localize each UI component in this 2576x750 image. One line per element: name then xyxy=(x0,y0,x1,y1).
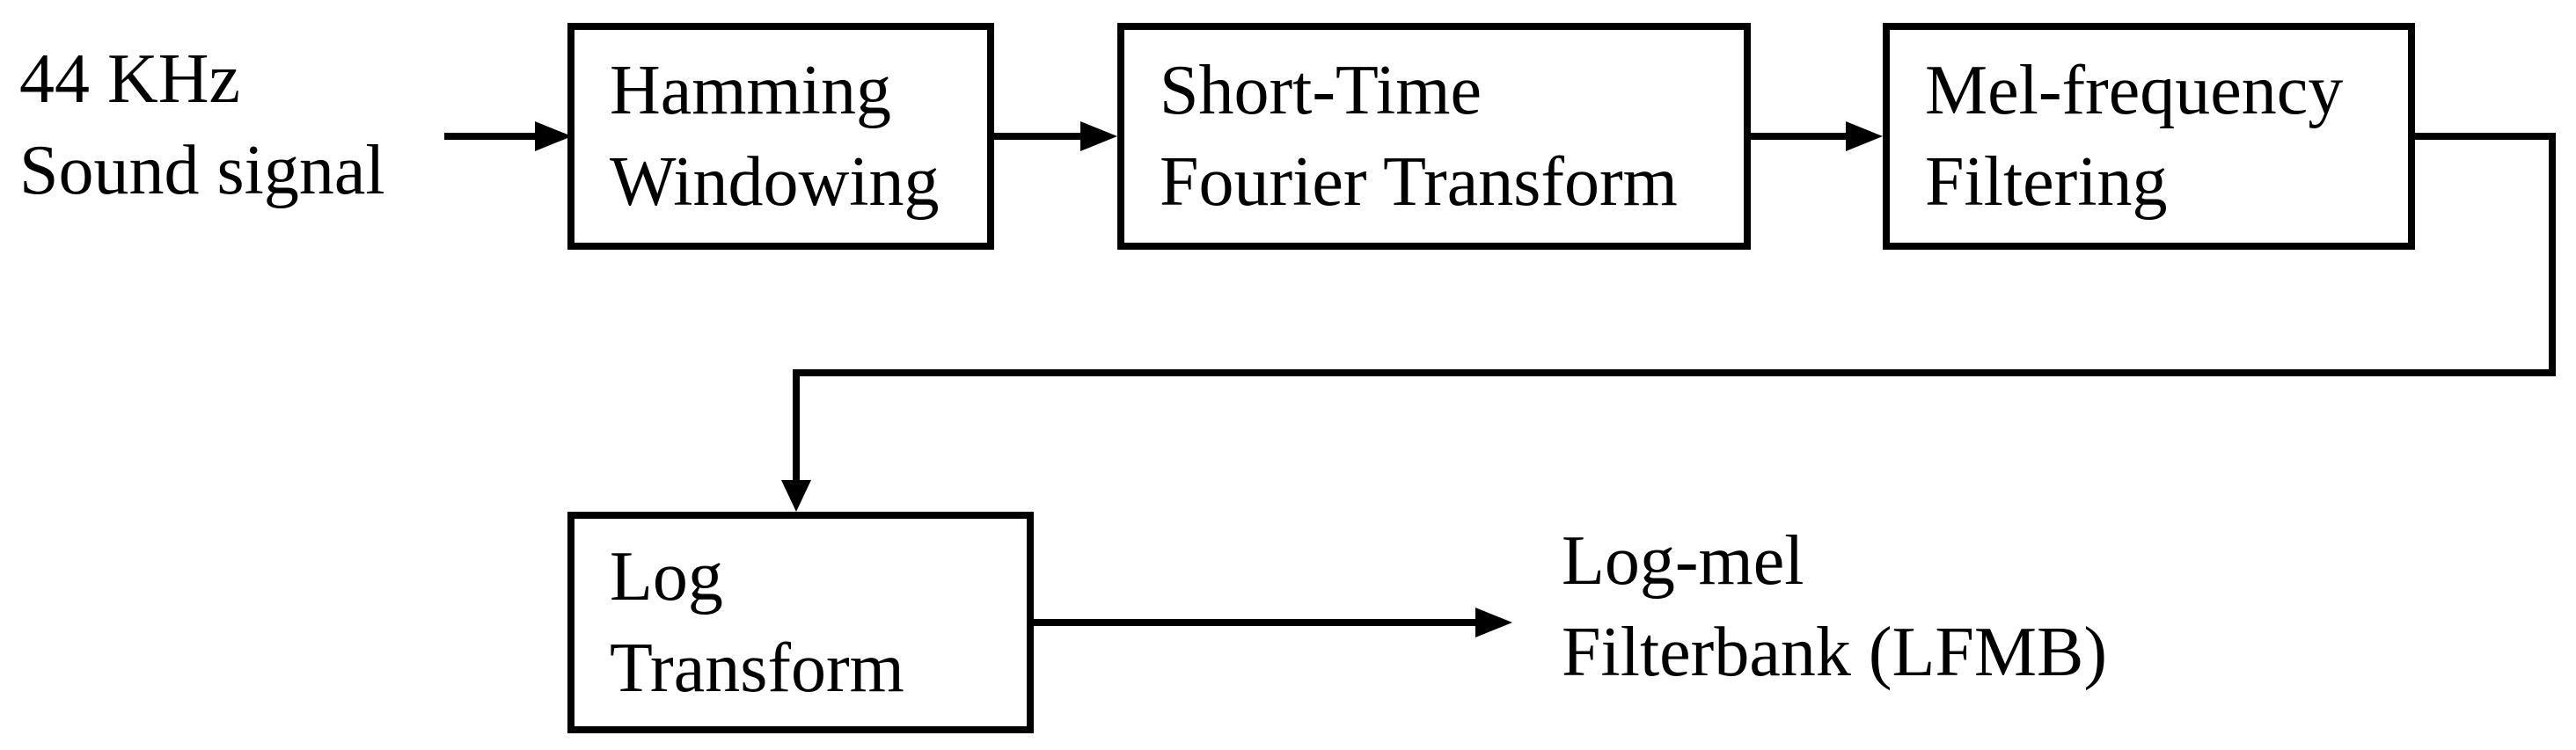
box-label-line: Mel-frequency xyxy=(1925,52,2344,129)
short-time-fourier-transform-box: Short-Time Fourier Transform xyxy=(1117,23,1751,250)
log-transform-box: Log Transform xyxy=(567,512,1034,733)
input-signal-line: Sound signal xyxy=(19,132,385,209)
arrow-hamming-to-stft-shaft xyxy=(994,133,1080,140)
box-label-line: Filtering xyxy=(1925,143,2168,221)
arrowhead-down-icon xyxy=(781,480,811,512)
output-signal-line: Filterbank (LFMB) xyxy=(1562,614,2107,691)
arrowhead-right-icon xyxy=(1080,121,1117,151)
connector-mel-to-log-segment xyxy=(2549,133,2556,376)
box-label-line: Short-Time xyxy=(1160,52,1482,129)
box-label-line: Log xyxy=(610,538,723,615)
box-label-line: Windowing xyxy=(610,143,940,221)
arrow-log-to-output-shaft xyxy=(1034,619,1475,626)
box-label-line: Fourier Transform xyxy=(1160,143,1678,221)
box-label-line: Hamming xyxy=(610,52,891,129)
hamming-windowing-box: Hamming Windowing xyxy=(567,23,994,250)
connector-mel-to-log-segment xyxy=(2415,133,2556,140)
mel-frequency-filtering-box: Mel-frequency Filtering xyxy=(1883,23,2415,250)
connector-mel-to-log-segment xyxy=(793,369,2556,376)
input-signal-line: 44 KHz xyxy=(19,40,241,118)
arrowhead-right-icon xyxy=(535,121,572,151)
output-signal-label: Log-mel Filterbank (LFMB) xyxy=(1562,515,2107,698)
output-signal-line: Log-mel xyxy=(1562,522,1804,600)
arrow-input-to-hamming-shaft xyxy=(444,133,535,140)
arrowhead-right-icon xyxy=(1846,121,1883,151)
input-signal-label: 44 KHz Sound signal xyxy=(19,33,385,216)
arrow-stft-to-mel-shaft xyxy=(1751,133,1846,140)
box-label-line: Transform xyxy=(610,630,904,707)
connector-mel-to-log-segment xyxy=(793,369,800,482)
arrowhead-right-icon xyxy=(1475,608,1512,637)
